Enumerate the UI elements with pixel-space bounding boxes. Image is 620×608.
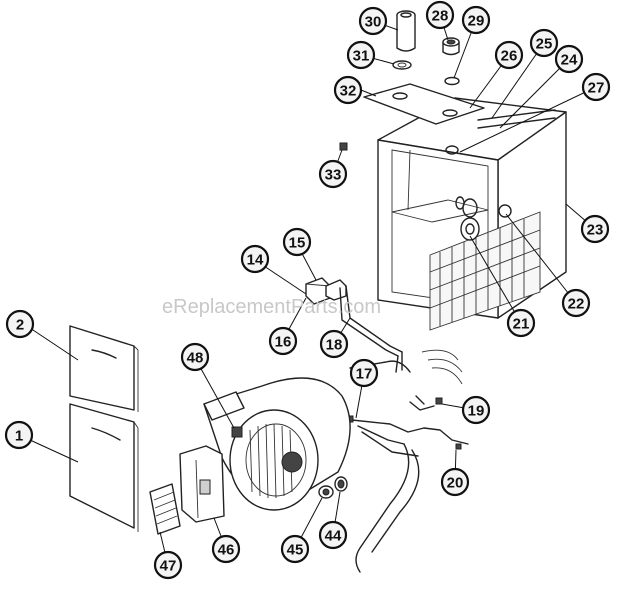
callout-label: 20 [447,475,464,492]
clip-part [339,142,348,151]
callout-label: 46 [218,542,235,559]
callout-17: 17 [349,358,379,388]
callout-47: 47 [153,550,183,580]
callout-31: 31 [346,40,376,70]
callout-24: 24 [554,44,584,74]
callout-label: 48 [187,350,204,367]
callout-16: 16 [268,326,298,356]
transformer-part [305,277,347,305]
cabinet-part [377,97,567,331]
top-plate-part [363,83,485,125]
ring-part [444,76,460,86]
callout-32: 32 [333,75,363,105]
callout-48: 48 [180,342,210,372]
control-board-bracket-part [179,445,225,523]
callout-label: 22 [568,296,585,313]
callout-20: 20 [440,467,470,497]
callout-label: 28 [432,8,449,25]
callout-label: 26 [501,48,518,65]
callout-label: 17 [356,366,373,383]
watermark-text: eReplacementParts.com [162,296,381,318]
callout-label: 15 [289,235,306,252]
callout-19: 19 [461,395,491,425]
callout-label: 21 [513,316,530,333]
callout-15: 15 [282,227,312,257]
blower-housing-part [203,377,351,511]
callout-2: 2 [5,309,35,339]
callout-label: 16 [275,334,292,351]
mount-part [318,485,334,499]
callout-label: 18 [326,337,343,354]
filter-bracket-part [149,483,181,535]
callout-label: 45 [287,542,304,559]
callout-28: 28 [425,0,455,30]
callout-label: 14 [247,252,264,269]
callout-30: 30 [358,6,388,36]
callout-44: 44 [318,520,348,550]
callout-label: 31 [353,48,370,65]
callout-29: 29 [461,5,491,35]
grommet-part [498,204,512,218]
callout-label: 30 [365,14,382,31]
callout-label: 19 [468,403,485,420]
callout-46: 46 [211,534,241,564]
capacitor-part [334,476,348,492]
callout-label: 33 [325,167,342,184]
callout-21: 21 [506,308,536,338]
tubing-part [339,285,403,373]
callout-18: 18 [319,329,349,359]
callout-label: 27 [588,80,605,97]
callout-label: 24 [561,52,578,69]
plug-part [460,217,480,241]
callout-33: 33 [318,159,348,189]
callout-label: 25 [536,36,553,53]
callout-14: 14 [240,244,270,274]
callout-label: 32 [340,83,357,100]
gasket-part [392,60,412,70]
callout-27: 27 [581,72,611,102]
vent-pipe-part [396,10,416,52]
callout-label: 1 [15,428,23,445]
callout-45: 45 [280,534,310,564]
callout-1: 1 [4,420,34,450]
callout-label: 29 [468,13,485,30]
callout-22: 22 [561,288,591,318]
callout-23: 23 [580,214,610,244]
callout-label: 23 [587,222,604,239]
callout-label: 47 [160,558,177,575]
callout-26: 26 [494,40,524,70]
callout-label: 2 [16,317,24,334]
lower-door-part [69,403,139,532]
callout-25: 25 [529,28,559,58]
upper-door-part [69,325,139,412]
fitting-part [442,37,460,56]
callout-label: 44 [325,528,342,545]
